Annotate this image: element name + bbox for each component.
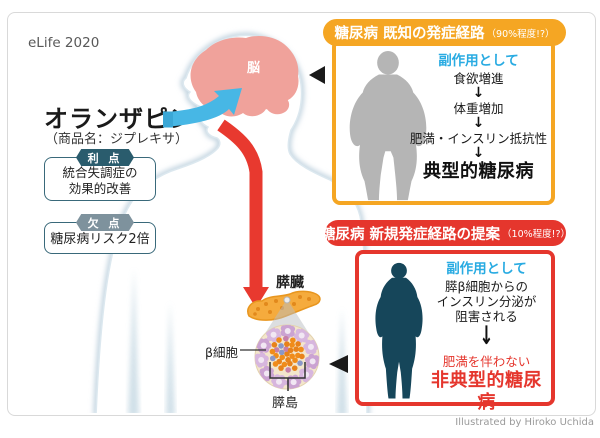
cons-badge: 欠 点	[76, 214, 134, 231]
step-weight-gain: 体重増加	[453, 100, 504, 116]
side-effect-heading: 副作用として	[446, 261, 527, 277]
pros-line-1: 統合失調症の	[62, 165, 138, 181]
islet-label: 膵島	[272, 396, 299, 411]
known-pathway-box: 副作用として 食欲増進 ↓ 体重増加 ↓ 肥満・インスリン抵抗性 ↓ 典型的糖尿…	[332, 39, 555, 205]
source-label: eLife 2020	[28, 35, 100, 51]
step-appetite: 食欲増進	[453, 71, 504, 87]
known-pathway-result: 典型的糖尿病	[423, 161, 534, 183]
slim-person-silhouette	[375, 262, 423, 399]
drug-brand-name: （商品名：ジプレキサ）	[45, 132, 189, 147]
illustrator-credit: Illustrated by Hiroko Uchida	[455, 417, 594, 428]
known-pathway-flow: 副作用として 食欲増進 ↓ 体重増加 ↓ 肥満・インスリン抵抗性 ↓ 典型的糖尿…	[408, 53, 549, 183]
proposed-pathway-result: 非典型的糖尿病	[431, 370, 542, 413]
side-effect-heading: 副作用として	[438, 53, 519, 69]
result-qualifier: 肥満を伴わない	[442, 354, 531, 370]
known-pathway-header: 糖尿病 既知の発症経路 （90%程度!?）	[323, 19, 566, 46]
proposed-pathway-box: 副作用として 膵β細胞からの インスリン分泌が 阻害される ↓ 肥満を伴わない …	[355, 250, 555, 413]
step-beta-cell-line-1: 膵β細胞からの	[445, 279, 528, 295]
step-obesity-insulin-resistance: 肥満・インスリン抵抗性	[409, 130, 548, 146]
down-arrow-icon: ↓	[472, 144, 485, 161]
proposed-pathway-flow: 副作用として 膵β細胞からの インスリン分泌が 阻害される ↓ 肥満を伴わない …	[423, 261, 550, 413]
known-pathway-title-note: （90%程度!?）	[486, 28, 555, 40]
down-arrow-icon: ↓	[472, 114, 485, 131]
proposed-pathway-title: 糖尿病 新規発症経路の提案	[320, 226, 501, 243]
proposed-pathway-title-note: （10%程度!?）	[502, 229, 571, 240]
cons-text: 糖尿病リスク2倍	[50, 231, 150, 247]
proposed-pathway-header: 糖尿病 新規発症経路の提案 （10%程度!?）	[321, 220, 570, 246]
pros-badge: 利 点	[76, 149, 134, 166]
pancreas-label: 膵臓	[276, 275, 304, 291]
beta-cell-label: β細胞	[205, 345, 238, 360]
pros-line-2: 効果的改善	[68, 181, 132, 196]
step-beta-cell-line-2: インスリン分泌が	[436, 294, 537, 310]
brain-label: 脳	[247, 61, 261, 76]
step-beta-cell-line-3: 阻害される	[455, 309, 518, 325]
down-arrow-icon: ↓	[479, 321, 494, 352]
known-pathway-title: 糖尿病 既知の発症経路	[334, 26, 485, 42]
down-arrow-icon: ↓	[472, 85, 485, 102]
